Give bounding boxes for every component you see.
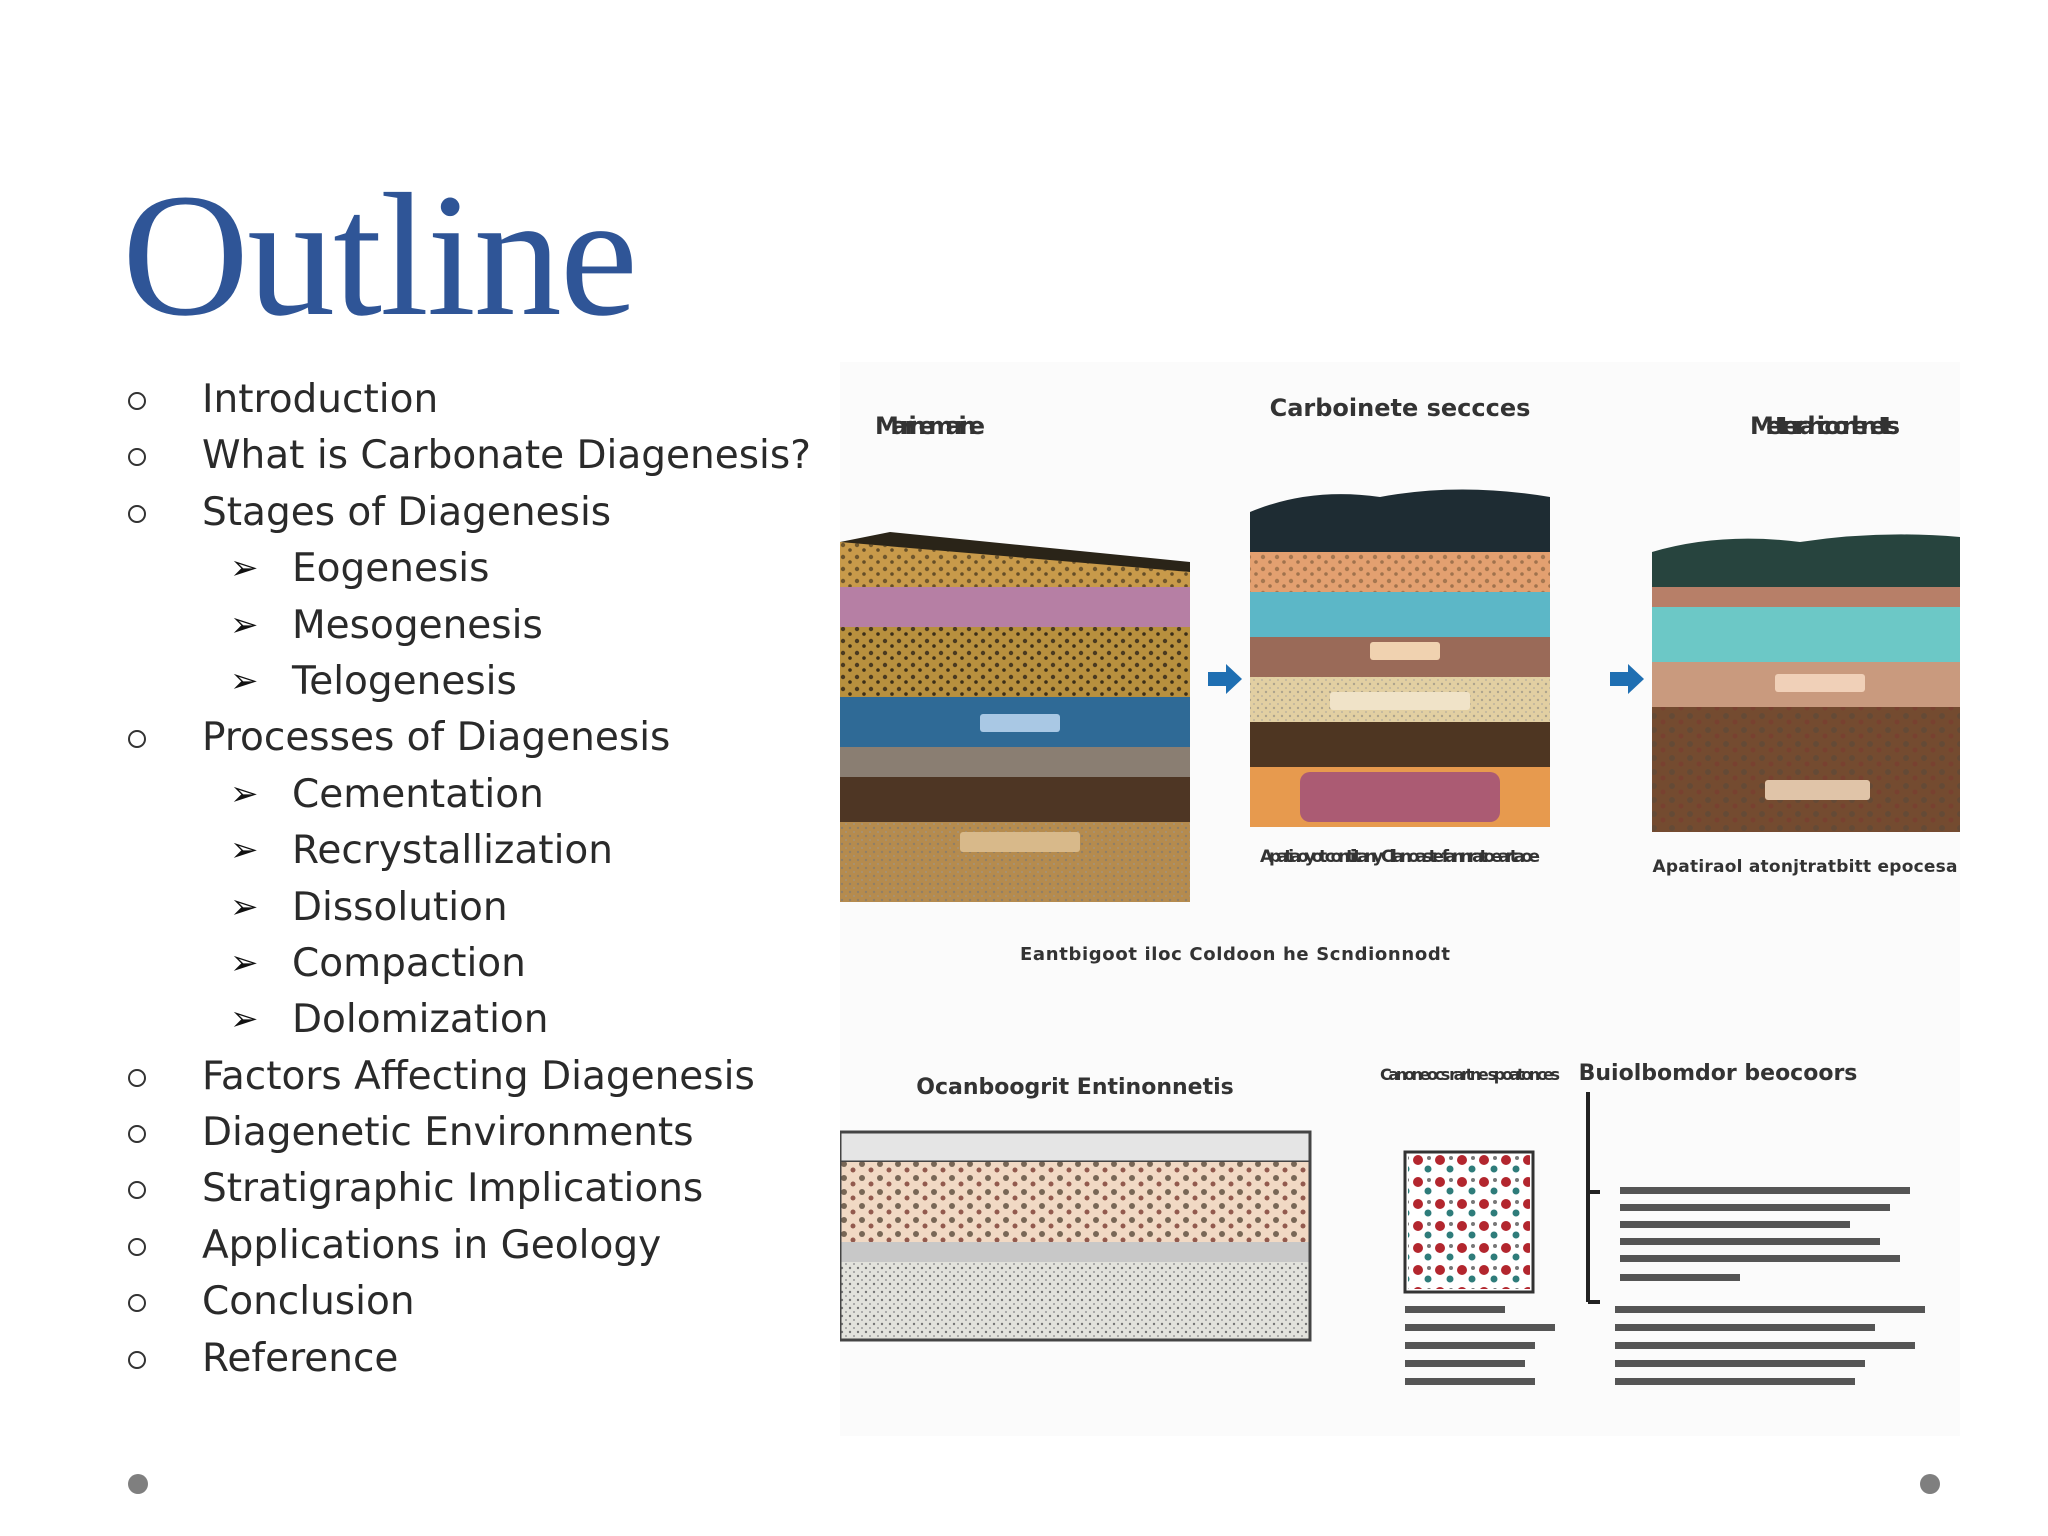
arrow-bullet-icon: ➢ [230, 773, 259, 814]
circle-bullet-icon [128, 448, 146, 467]
sediment-block-marine [840, 532, 1190, 902]
circle-bullet-icon [128, 1068, 146, 1087]
circle-bullet-icon [128, 730, 146, 749]
label-carbonate: Carboinete seccces [1270, 394, 1531, 422]
caption-mid: Apatiaoyot contiitany Cilanoaste fannrat… [1260, 847, 1540, 867]
environment-cross-section [840, 1130, 1312, 1342]
diagenesis-illustration: Marrine marine Carboinete seccces Metter… [840, 362, 1960, 1436]
label-marine: Marrine marine [875, 412, 985, 440]
caption-center: Eantbigoot iloc Coldoon he Scndionnodt [1020, 944, 1450, 965]
outline-item-text: Telogenesis [292, 658, 517, 704]
circle-bullet-icon [128, 1294, 146, 1313]
micro-sample-square [1403, 1150, 1535, 1294]
arrow-bullet-icon: ➢ [230, 830, 259, 871]
sediment-block-meteoric [1652, 534, 1960, 832]
outline-item-text: Recrystallization [292, 828, 613, 874]
outline-item-text: Cementation [292, 771, 544, 817]
outline-item-text: Eogenesis [292, 546, 490, 592]
arrow-bullet-icon: ➢ [230, 886, 259, 927]
outline-item-text: Introduction [202, 377, 439, 422]
label-bio: Buiolbomdor beocoors [1579, 1061, 1858, 1086]
circle-bullet-icon [128, 1350, 146, 1369]
circle-bullet-icon [128, 1125, 146, 1144]
outline-item-text: Dissolution [292, 884, 508, 930]
arrow-bullet-icon: ➢ [230, 999, 259, 1040]
arrow-bullet-icon: ➢ [230, 660, 259, 701]
outline-item-text: Conclusion [202, 1279, 415, 1325]
arrow-right-icon [1610, 664, 1644, 694]
label-meteoric: Metterrahic oonlenetts [1750, 412, 1900, 440]
outline-item-text: Compaction [292, 940, 526, 986]
bracket-line [1586, 1092, 1600, 1304]
illustration-text-lines [1405, 1187, 1925, 1385]
arrow-bullet-icon: ➢ [230, 942, 259, 983]
outline-item-text: Dolomization [292, 997, 549, 1043]
outline-item-text: Stratigraphic Implications [202, 1166, 704, 1212]
label-environments: Ocanboogrit Entinonnetis [916, 1075, 1233, 1100]
arrow-bullet-icon: ➢ [230, 604, 259, 645]
sediment-block-carbonate [1250, 489, 1550, 827]
slide-dot-right [1920, 1474, 1940, 1494]
arrow-bullet-icon: ➢ [230, 548, 259, 589]
circle-bullet-icon [128, 504, 146, 523]
circle-bullet-icon [128, 1181, 146, 1200]
arrow-right-icon [1208, 664, 1242, 694]
outline-item-text: Processes of Diagenesis [202, 715, 671, 761]
slide-dot-left [128, 1474, 148, 1494]
outline-item-text: What is Carbonate Diagenesis? [202, 433, 811, 479]
slide-title: Outline [122, 158, 638, 353]
label-micro: Canoneocs rartne spoatonces [1380, 1065, 1560, 1084]
outline-item-text: Stages of Diagenesis [202, 489, 612, 535]
circle-bullet-icon [128, 1237, 146, 1256]
caption-right: Apatiraol atonjtratbitt epocesa [1653, 857, 1958, 877]
outline-item-text: Factors Affecting Diagenesis [202, 1053, 755, 1099]
outline-item-text: Applications in Geology [202, 1222, 662, 1268]
outline-item-text: Mesogenesis [292, 602, 543, 648]
outline-item-text: Reference [202, 1335, 399, 1381]
outline-item-text: Diagenetic Environments [202, 1110, 694, 1156]
circle-bullet-icon [128, 392, 146, 410]
